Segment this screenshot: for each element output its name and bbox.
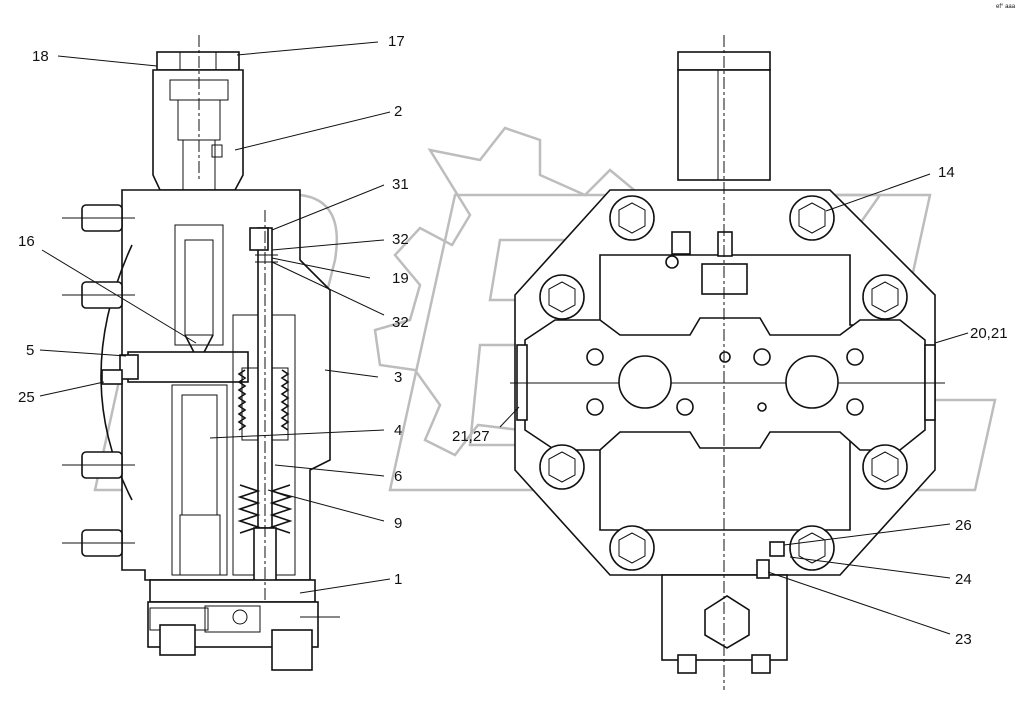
left-section-view — [62, 35, 340, 671]
bolt-mid-left-lower — [539, 444, 585, 490]
callout-labels: 17 18 2 31 32 16 19 32 5 3 25 4 6 9 1 14… — [18, 4, 1016, 648]
callout-32-lower: 32 — [392, 314, 409, 331]
callout-14: 14 — [938, 164, 955, 181]
fitting-23 — [756, 559, 770, 579]
cross-passage — [127, 351, 249, 383]
callout-1: 1 — [394, 571, 402, 588]
callout-19: 19 — [392, 270, 409, 287]
leader-lines — [39, 41, 969, 635]
bottom-nut — [704, 595, 750, 649]
bolt-bottom-left — [609, 525, 655, 571]
foot — [271, 629, 313, 671]
plug-bottom — [159, 624, 196, 656]
callout-18: 18 — [32, 48, 49, 65]
callout-16: 16 — [18, 233, 35, 250]
callout-4: 4 — [394, 422, 402, 439]
callout-31: 31 — [392, 176, 409, 193]
callout-2: 2 — [394, 103, 402, 120]
base-plate — [149, 579, 316, 603]
bolt-bottom-right — [789, 525, 835, 571]
callout-20-21: 20,21 — [970, 325, 1008, 342]
port-right — [785, 355, 839, 409]
cap-nut — [156, 51, 240, 71]
callout-23: 23 — [955, 631, 972, 648]
rod-cap-31 — [249, 227, 269, 251]
plug-25 — [101, 369, 123, 385]
fitting-26 — [769, 541, 785, 557]
bolt-mid-right-upper — [862, 274, 908, 320]
upper-housing — [152, 69, 244, 191]
callout-26: 26 — [955, 517, 972, 534]
callout-17: 17 — [388, 33, 405, 50]
bolt-top-right — [789, 195, 835, 241]
right-front-view — [510, 35, 945, 690]
corner-mark: ef° aaa — [996, 4, 1016, 10]
callout-6: 6 — [394, 468, 402, 485]
bolt-mid-right-lower — [862, 444, 908, 490]
middle-band — [524, 317, 926, 451]
bolt-top-left — [609, 195, 655, 241]
plug-5 — [119, 354, 139, 380]
callout-25: 25 — [18, 389, 35, 406]
bolt-mid-left-upper — [539, 274, 585, 320]
callout-32-upper: 32 — [392, 231, 409, 248]
port-left — [618, 355, 672, 409]
callout-24: 24 — [955, 571, 972, 588]
callout-9: 9 — [394, 515, 402, 532]
callout-21-27: 21,27 — [452, 428, 490, 445]
callout-5: 5 — [26, 342, 34, 359]
callout-3: 3 — [394, 369, 402, 386]
